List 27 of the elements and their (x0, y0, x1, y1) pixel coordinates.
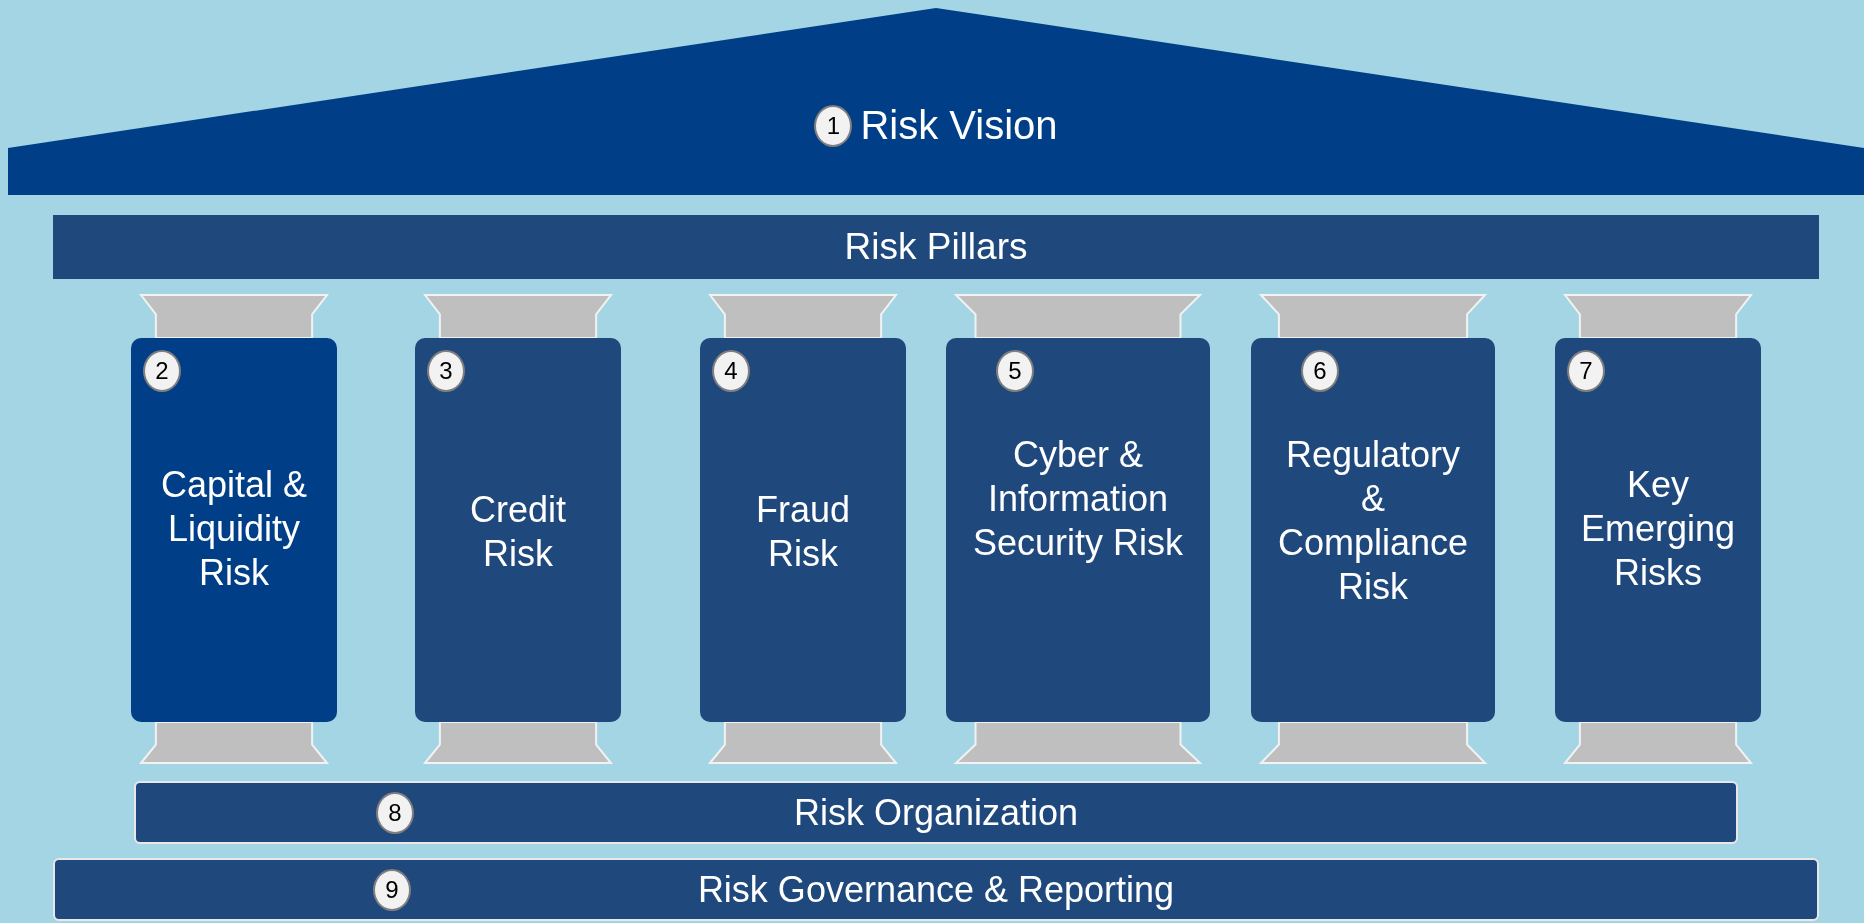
number-badge: 6 (1301, 350, 1339, 392)
pillar-box (131, 338, 337, 722)
pillar-box (415, 338, 621, 722)
pillar-label: Fraud Risk (754, 488, 851, 576)
pillar-label: Cyber & Information Security Risk (971, 433, 1184, 565)
pillar-label: Credit Risk (469, 488, 567, 576)
number-badge: 3 (427, 350, 465, 392)
roof-shape (8, 8, 1864, 195)
pillar-box (946, 338, 1210, 722)
pillar-box (1251, 338, 1495, 722)
pillar-label: Regulatory & Compliance Risk (1276, 433, 1470, 609)
number-badge: 2 (143, 350, 181, 392)
number-badge: 4 (712, 350, 750, 392)
foundation-bar (134, 781, 1738, 844)
foundation-bar (53, 858, 1819, 921)
number-badge: 9 (373, 869, 411, 911)
header-bar: Risk Pillars (53, 215, 1819, 279)
pillar-box (700, 338, 906, 722)
number-badge: 7 (1567, 350, 1605, 392)
pillar-label: Capital & Liquidity Risk (159, 463, 309, 595)
number-badge: 8 (376, 792, 414, 834)
bar-label: Risk Organization (793, 791, 1079, 834)
bar-label: Risk Governance & Reporting (697, 868, 1175, 911)
roof-title: Risk Vision (860, 103, 1058, 148)
pillar-label: Key Emerging Risks (1579, 463, 1737, 595)
pillar-box (1555, 338, 1761, 722)
number-badge: 5 (996, 350, 1034, 392)
